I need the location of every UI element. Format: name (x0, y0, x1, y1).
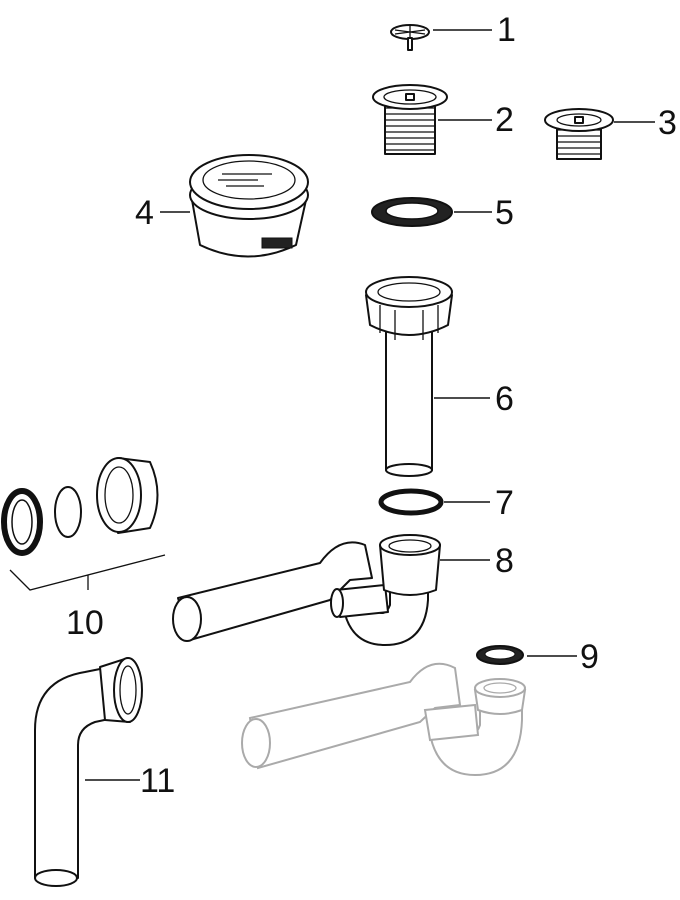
part-1-grid-cover (390, 24, 430, 51)
label-8: 8 (495, 542, 514, 580)
part-6-tailpiece-with-nut (365, 276, 453, 477)
part-3-drain-fitting-small (544, 108, 614, 160)
part-9-seal-ring (476, 645, 524, 665)
leader-lines (85, 29, 655, 781)
label-7: 7 (495, 484, 514, 522)
label-11: 11 (140, 762, 175, 800)
label-4: 4 (135, 194, 154, 232)
part-5-seal-ring (371, 197, 453, 227)
faded-assembled-trap (241, 662, 527, 777)
part-10-union-set (1, 457, 166, 591)
part-11-elbow-pipe (34, 657, 143, 887)
part-4-sealing-cup (189, 154, 309, 258)
label-6: 6 (495, 380, 514, 418)
label-9: 9 (580, 638, 599, 676)
label-1: 1 (497, 11, 516, 49)
label-2: 2 (495, 101, 514, 139)
label-5: 5 (495, 194, 514, 232)
label-3: 3 (658, 104, 677, 142)
part-2-drain-fitting (372, 84, 448, 155)
label-10: 10 (66, 604, 104, 642)
part-7-o-ring (378, 488, 444, 516)
part-8-siphon-trap (172, 534, 441, 646)
